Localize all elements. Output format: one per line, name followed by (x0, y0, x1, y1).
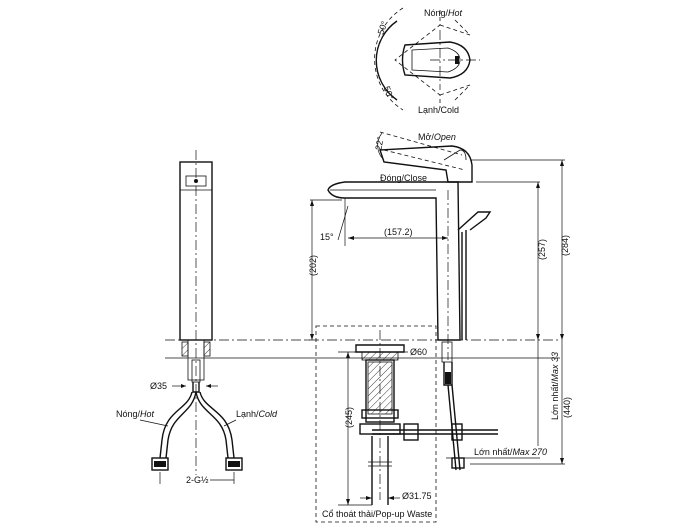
rotation-hot-label: Nóng/Hot (424, 8, 463, 18)
waste-hole-diameter-label: Ø60 (410, 347, 427, 357)
supply-hot-label: Nóng/Hot (116, 409, 155, 419)
thread-size-label: 2-G½ (186, 475, 209, 485)
side-view: 22° Mở/Open Đóng/Close (202) 15° (157.2)… (306, 131, 572, 471)
angle-hot-label: 50° (376, 19, 390, 36)
shank-diameter-label: Ø35 (150, 381, 167, 391)
waste-tail-diameter-label: Ø31.75 (402, 491, 432, 501)
body-height-label: (257) (537, 239, 547, 260)
max-rod-label: Lớn nhất/Max 270 (474, 447, 547, 457)
lever-open-label: Mở/Open (418, 132, 456, 142)
handle-rotation-view: 50° 50° Nóng/Hot Lạnh/Cold (374, 7, 480, 115)
rotation-cold-label: Lạnh/Cold (418, 105, 459, 115)
installed-height-label: (440) (562, 397, 572, 418)
spout-reach-label: (157.2) (384, 227, 413, 237)
lever-angle-label: 22° (373, 135, 385, 151)
angle-cold-label: 50° (382, 85, 396, 102)
waste-length-label: (245) (344, 407, 354, 428)
popup-waste-label: Cổ thoát thải/Pop-up Waste (322, 509, 432, 519)
spout-angle-label: 15° (320, 232, 334, 242)
front-view: Ø35 Nóng/Hot Lạnh/Cold 2-G½ (116, 150, 278, 485)
popup-waste: Ø60 (245) Ø31.75 Cổ thoát thải/Pop-up Wa… (315, 325, 498, 523)
total-height-label: (284) (560, 235, 570, 256)
supply-cold-label: Lạnh/Cold (236, 409, 278, 419)
max-deck-label: Lớn nhất/Max 33 (550, 352, 560, 420)
spout-height-label: (202) (308, 255, 318, 276)
lever-close-label: Đóng/Close (380, 173, 427, 183)
